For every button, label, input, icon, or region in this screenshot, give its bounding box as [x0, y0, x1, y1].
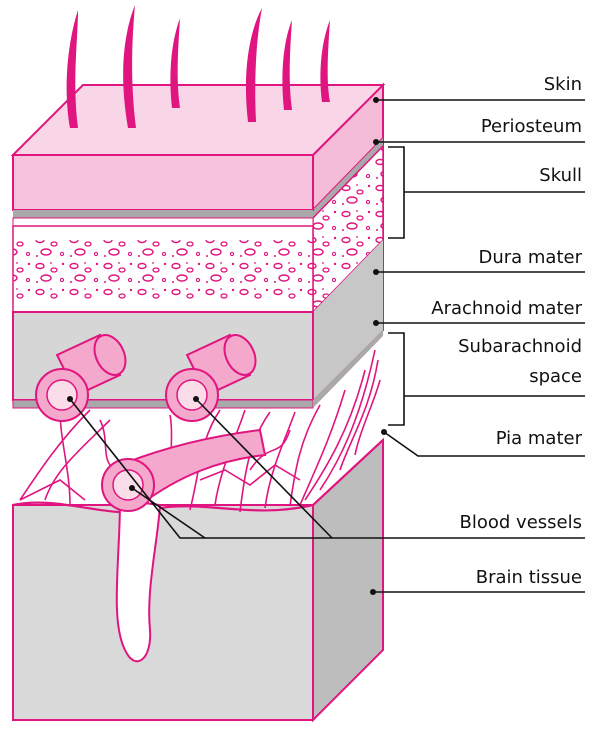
label-arachnoid-mater: Arachnoid mater [431, 298, 582, 320]
label-skin: Skin [544, 74, 582, 96]
label-dura-mater: Dura mater [478, 247, 582, 269]
label-subarachnoid-space-line1: Subarachnoid [458, 336, 582, 358]
label-subarachnoid-space-line2: space [529, 366, 582, 388]
label-brain-tissue: Brain tissue [476, 567, 582, 589]
label-periosteum: Periosteum [481, 116, 582, 138]
label-blood-vessels: Blood vessels [460, 512, 582, 534]
label-pia-mater: Pia mater [496, 428, 582, 450]
label-skull: Skull [539, 165, 582, 187]
